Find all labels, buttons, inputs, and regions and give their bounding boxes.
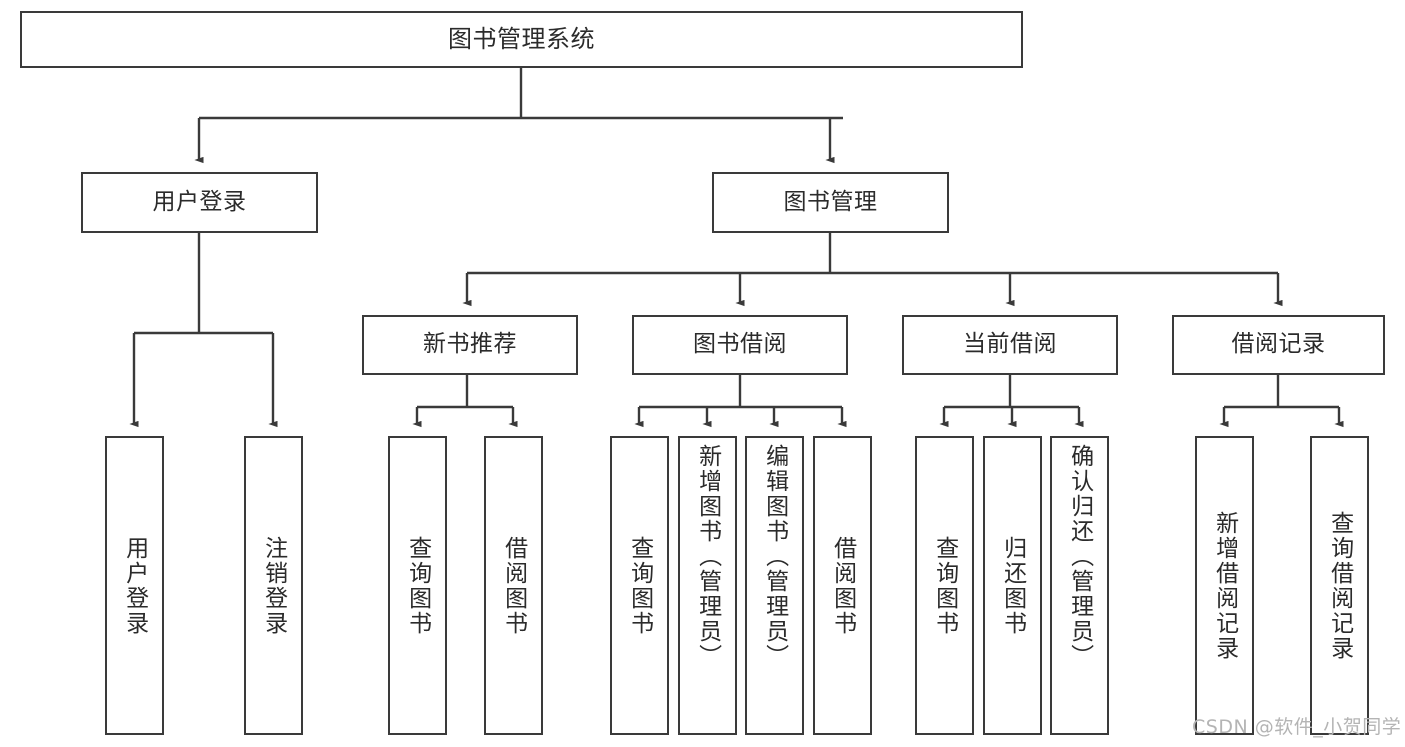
- node-leaf-query-book-2-label: 查询图书: [626, 535, 653, 636]
- node-root[interactable]: 图书管理系统: [20, 11, 1023, 68]
- node-leaf-logout-login[interactable]: 注销登录: [244, 436, 303, 735]
- node-leaf-return-book-label: 归还图书: [999, 535, 1026, 636]
- node-book-borrow-label: 图书借阅: [693, 331, 787, 358]
- node-new-book-recommend-label: 新书推荐: [423, 331, 517, 358]
- node-leaf-query-book-1-label: 查询图书: [404, 535, 431, 636]
- node-leaf-query-book-3-label: 查询图书: [931, 535, 958, 636]
- node-leaf-add-book-admin[interactable]: 新增图书（管理员）: [678, 436, 737, 735]
- node-leaf-borrow-book-1[interactable]: 借阅图书: [484, 436, 543, 735]
- node-root-label: 图书管理系统: [448, 25, 595, 54]
- node-leaf-query-book-1[interactable]: 查询图书: [388, 436, 447, 735]
- node-current-borrow-label: 当前借阅: [963, 331, 1057, 358]
- node-leaf-edit-book-admin-label: 编辑图书（管理员）: [761, 444, 788, 669]
- node-new-book-recommend[interactable]: 新书推荐: [362, 315, 578, 375]
- node-user-login[interactable]: 用户登录: [81, 172, 318, 233]
- node-leaf-add-book-admin-label: 新增图书（管理员）: [694, 444, 721, 669]
- node-leaf-borrow-book-2-label: 借阅图书: [829, 535, 856, 636]
- node-book-manage[interactable]: 图书管理: [712, 172, 949, 233]
- node-leaf-confirm-return-admin[interactable]: 确认归还（管理员）: [1050, 436, 1109, 735]
- node-leaf-borrow-book-1-label: 借阅图书: [500, 535, 527, 636]
- node-leaf-query-book-3[interactable]: 查询图书: [915, 436, 974, 735]
- csdn-watermark: CSDN @软件_小贺同学: [1192, 716, 1402, 738]
- node-leaf-confirm-return-admin-label: 确认归还（管理员）: [1066, 444, 1093, 669]
- node-leaf-user-login[interactable]: 用户登录: [105, 436, 164, 735]
- node-book-manage-label: 图书管理: [783, 188, 878, 215]
- node-user-login-label: 用户登录: [152, 188, 247, 215]
- node-leaf-logout-login-label: 注销登录: [260, 535, 287, 636]
- node-current-borrow[interactable]: 当前借阅: [902, 315, 1118, 375]
- node-leaf-borrow-book-2[interactable]: 借阅图书: [813, 436, 872, 735]
- node-leaf-query-book-2[interactable]: 查询图书: [610, 436, 669, 735]
- node-borrow-record-label: 借阅记录: [1231, 331, 1326, 358]
- node-book-borrow[interactable]: 图书借阅: [632, 315, 848, 375]
- node-leaf-user-login-label: 用户登录: [121, 535, 148, 636]
- node-leaf-return-book[interactable]: 归还图书: [983, 436, 1042, 735]
- node-leaf-edit-book-admin[interactable]: 编辑图书（管理员）: [745, 436, 804, 735]
- node-leaf-query-borrow-record[interactable]: 查询借阅记录: [1310, 436, 1369, 735]
- node-borrow-record[interactable]: 借阅记录: [1172, 315, 1385, 375]
- node-leaf-query-borrow-record-label: 查询借阅记录: [1326, 510, 1353, 661]
- node-leaf-add-borrow-record[interactable]: 新增借阅记录: [1195, 436, 1254, 735]
- node-leaf-add-borrow-record-label: 新增借阅记录: [1211, 510, 1238, 661]
